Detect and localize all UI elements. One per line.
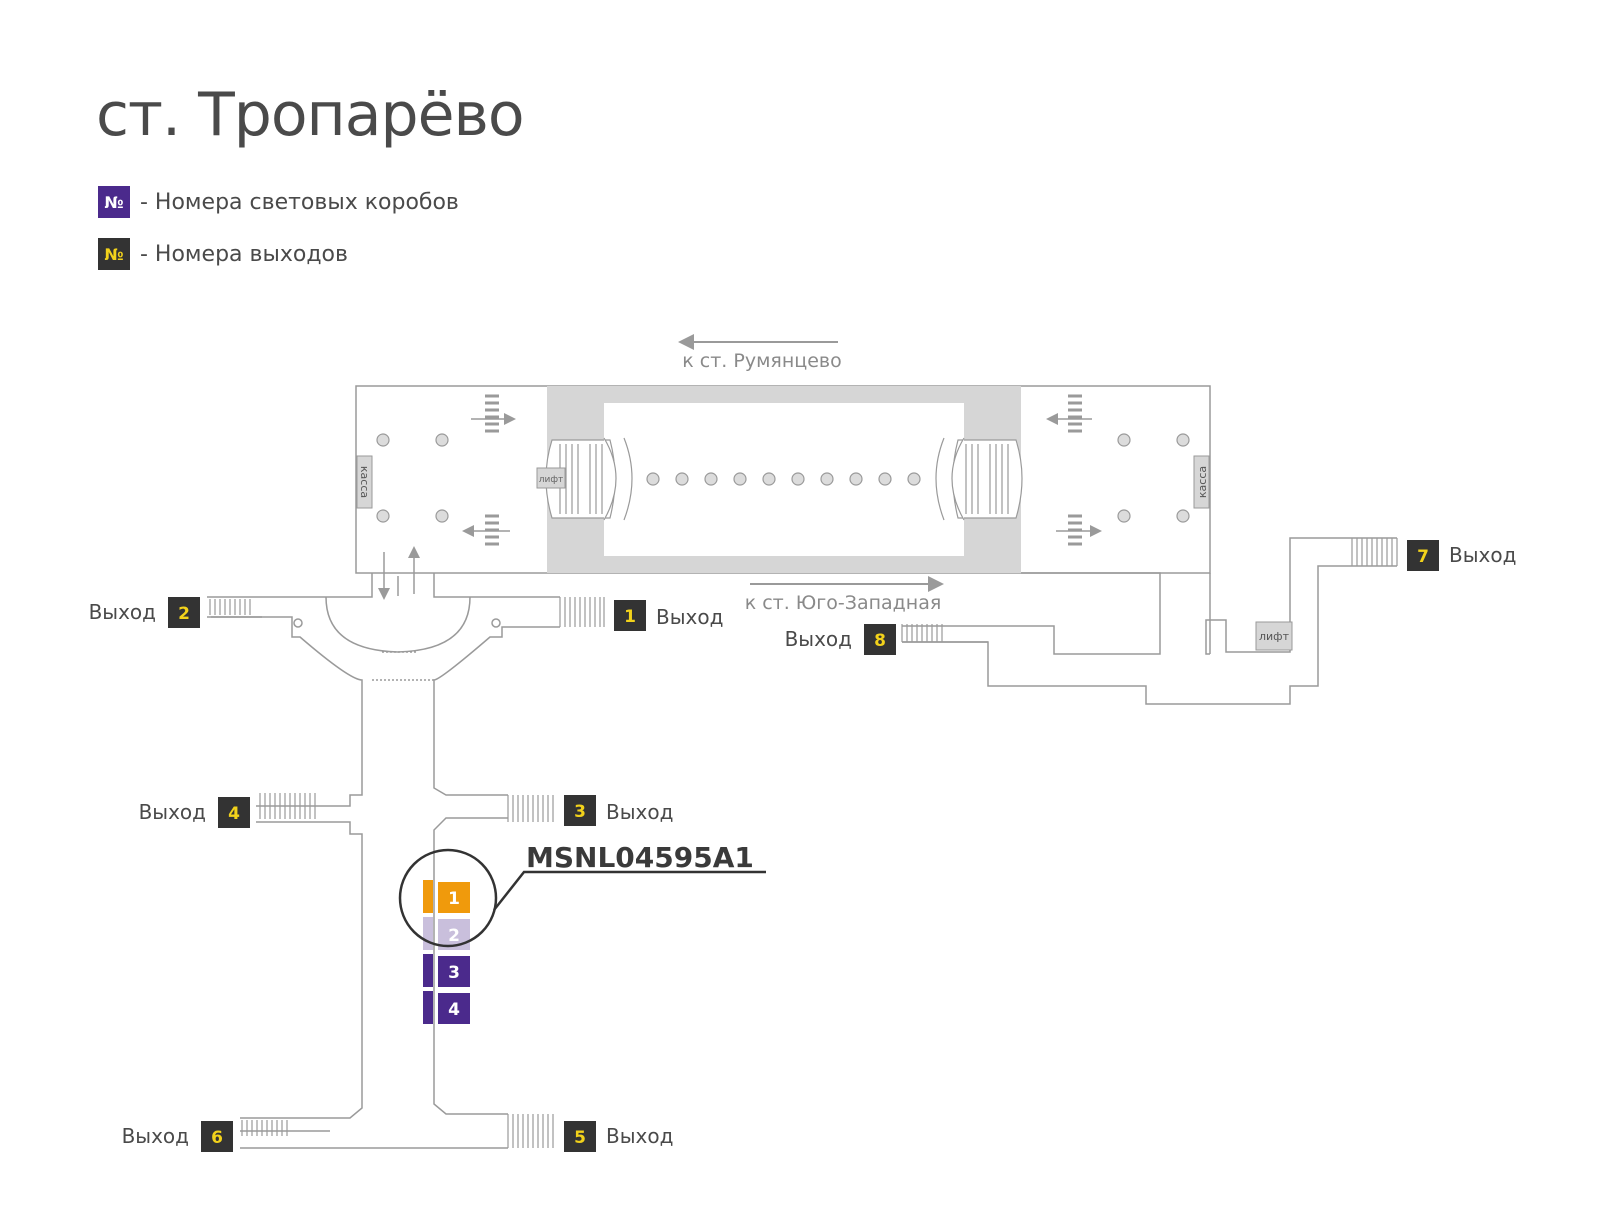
exit-1-stairs (559, 597, 605, 627)
exit-badge-2: Выход 2 (89, 597, 200, 628)
legend-lightbox-text: - Номера световых коробов (140, 189, 459, 215)
escalator-east (935, 437, 1023, 521)
exit-badge-1: 1 Выход (614, 600, 723, 631)
exit-7-number: 7 (1417, 547, 1429, 567)
lift-east-box (1255, 621, 1293, 651)
lightbox-4-number: 4 (448, 1000, 460, 1020)
lightbox-1: 1 (423, 880, 470, 913)
lightbox-3-number: 3 (448, 963, 460, 983)
exit-stairs (209, 538, 1398, 1148)
exit-5-number: 5 (574, 1128, 586, 1148)
exit-8-stairs (901, 624, 943, 642)
direction-rumyantsevo: к ст. Румянцево (682, 350, 841, 372)
exit-2-number: 2 (178, 604, 190, 624)
callout: MSNL04595A1 (398, 841, 766, 948)
exit-6-label: Выход (122, 1124, 189, 1148)
legend-lightbox-row: № - Номера световых коробов (98, 186, 459, 218)
exit-4-label: Выход (139, 800, 206, 824)
lightboxes: 1 2 3 4 (423, 880, 470, 1024)
platform-area (547, 386, 1021, 573)
legend-exit-row: № - Номера выходов (98, 238, 348, 270)
east-passages (902, 537, 1397, 705)
exit-badges: Выход 2 1 Выход Выход 4 3 Выход Выход 6 … (89, 540, 1516, 1152)
exit-4-number: 4 (228, 804, 240, 824)
exit-4-stairs (259, 793, 316, 819)
exit-2-stairs (209, 599, 251, 615)
exit-8-label: Выход (785, 627, 852, 651)
exit-1-label: Выход (656, 605, 723, 629)
exit-3-label: Выход (606, 800, 673, 824)
escalator-west (545, 437, 633, 521)
exit-6-number: 6 (211, 1128, 223, 1148)
lightbox-2-number: 2 (448, 926, 460, 946)
exit-1-number: 1 (624, 607, 636, 627)
lightbox-4: 4 (423, 991, 470, 1024)
exit-badge-7: 7 Выход (1407, 540, 1516, 571)
platform-columns (646, 472, 921, 486)
legend-lightbox-badge: № (98, 186, 130, 218)
exit-7-stairs (1351, 538, 1398, 566)
exit-badge-5: 5 Выход (564, 1121, 673, 1152)
hall-stair-arrows (462, 413, 1102, 537)
exit-badge-6: Выход 6 (122, 1121, 233, 1152)
page-title: ст. Тропарёво (96, 80, 525, 150)
callout-code: MSNL04595A1 (526, 841, 754, 874)
exit-3-number: 3 (574, 802, 586, 822)
kassa-west-box (356, 455, 373, 509)
lift-west-label: лифт (539, 475, 564, 485)
lift-east-label: лифт (1259, 630, 1290, 643)
callout-leader (493, 870, 766, 911)
kassa-west-label: касса (358, 466, 371, 498)
lift-west-box (536, 467, 566, 489)
exit-badge-8: Выход 8 (785, 624, 896, 655)
lightbox-3: 3 (423, 954, 470, 987)
lightbox-1-number: 1 (448, 889, 460, 909)
west-vestibule-columns (293, 618, 501, 628)
exit-6-stairs (241, 1120, 288, 1136)
callout-circle (398, 848, 498, 948)
hall-columns (376, 433, 1190, 523)
kassa-east-label: касса (1196, 466, 1209, 498)
hall-stairs (485, 394, 1082, 546)
exit-7-label: Выход (1449, 543, 1516, 567)
exit-8-number: 8 (874, 631, 886, 651)
legend-exit-badge: № (98, 238, 130, 270)
exit-5-label: Выход (606, 1124, 673, 1148)
west-vestibule (207, 573, 560, 1149)
legend-exit-text: - Номера выходов (140, 241, 348, 267)
vestibule-escalator-arrows (378, 546, 420, 600)
direction-yugo-zapadnaya: к ст. Юго-Западная (745, 592, 942, 614)
exit-badge-3: 3 Выход (564, 795, 673, 826)
exit-5-stairs (507, 1114, 554, 1148)
exit-badge-4: Выход 4 (139, 797, 250, 828)
kassa-east-box (1193, 455, 1210, 509)
exit-2-label: Выход (89, 600, 156, 624)
exit-3-stairs (507, 795, 554, 822)
